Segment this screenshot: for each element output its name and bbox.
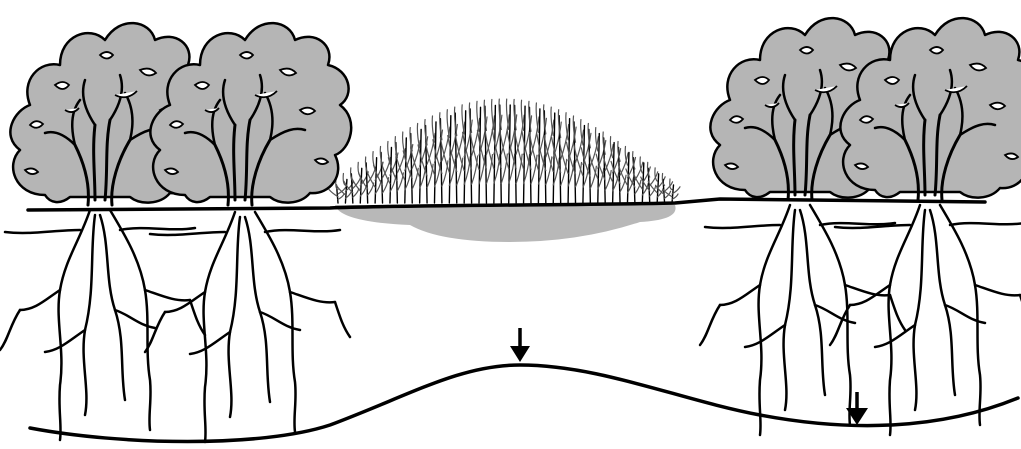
crop-plant xyxy=(439,109,458,204)
crop-plant xyxy=(402,126,421,204)
crop-plant xyxy=(335,172,355,204)
crop-plant xyxy=(595,131,614,204)
water-table xyxy=(28,363,1020,444)
tree-roots-left-1 xyxy=(0,208,207,442)
crop-plant xyxy=(476,99,496,204)
tree-roots-right-1 xyxy=(698,203,907,437)
crop-plant xyxy=(565,115,585,204)
crop-plant xyxy=(432,112,451,204)
crop-plant xyxy=(662,178,681,204)
crop-plant xyxy=(454,104,473,204)
crop-plant xyxy=(536,104,555,204)
crop-plant xyxy=(551,109,570,204)
crop-plant xyxy=(588,126,607,204)
crop-plant xyxy=(543,106,562,204)
crop-plant xyxy=(484,98,503,204)
crop-plant xyxy=(447,106,466,204)
crop-plant xyxy=(417,118,436,204)
crop-plant xyxy=(387,136,406,204)
ground-surface xyxy=(26,197,987,212)
down-arrow-center xyxy=(510,328,530,362)
tree-roots-left-2 xyxy=(143,210,352,444)
crop-plant xyxy=(580,122,599,204)
crop-plant xyxy=(365,151,384,204)
crop-plant xyxy=(410,122,429,204)
crop-plant xyxy=(499,98,518,204)
crop-plant xyxy=(528,102,547,204)
crop-plant xyxy=(610,140,629,204)
crop-plant xyxy=(395,131,414,204)
crop-plant xyxy=(513,99,533,204)
crop-plant xyxy=(462,102,481,204)
crop-plant xyxy=(328,178,347,204)
crop-plant xyxy=(625,151,644,204)
crop-plant xyxy=(424,115,444,204)
crop-root-zone xyxy=(335,205,676,242)
crop-plant xyxy=(350,161,369,204)
crop-plant xyxy=(558,112,577,204)
crop-plant xyxy=(617,145,637,204)
crop-plant xyxy=(573,118,592,204)
crop-plant xyxy=(491,98,510,204)
crop-plant xyxy=(521,100,540,204)
crop-plant xyxy=(632,156,651,204)
down-arrow-right xyxy=(846,392,868,425)
crop-plant xyxy=(603,136,622,204)
crop-plant xyxy=(506,98,525,204)
crop-plant xyxy=(469,100,488,204)
crop-field xyxy=(328,98,681,204)
crop-plant xyxy=(640,161,659,204)
crop-plant xyxy=(380,140,399,204)
